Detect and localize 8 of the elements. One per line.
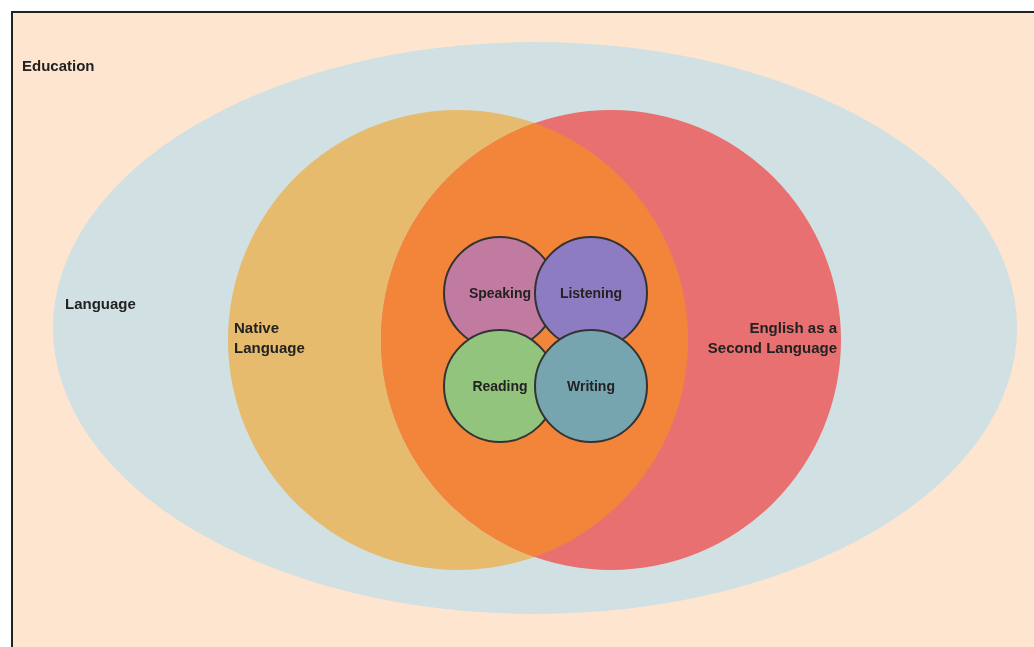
circle-label: Language — [65, 294, 136, 314]
panel-title: Education — [22, 56, 95, 76]
circle-label: Native Language — [234, 318, 306, 358]
circle-label: Reading — [472, 377, 528, 396]
circle-label: Speaking — [468, 284, 532, 303]
circle-label: Writing — [567, 377, 615, 396]
circle-label: Listening — [559, 284, 623, 303]
circle-label: English as a Second Language — [707, 318, 837, 358]
